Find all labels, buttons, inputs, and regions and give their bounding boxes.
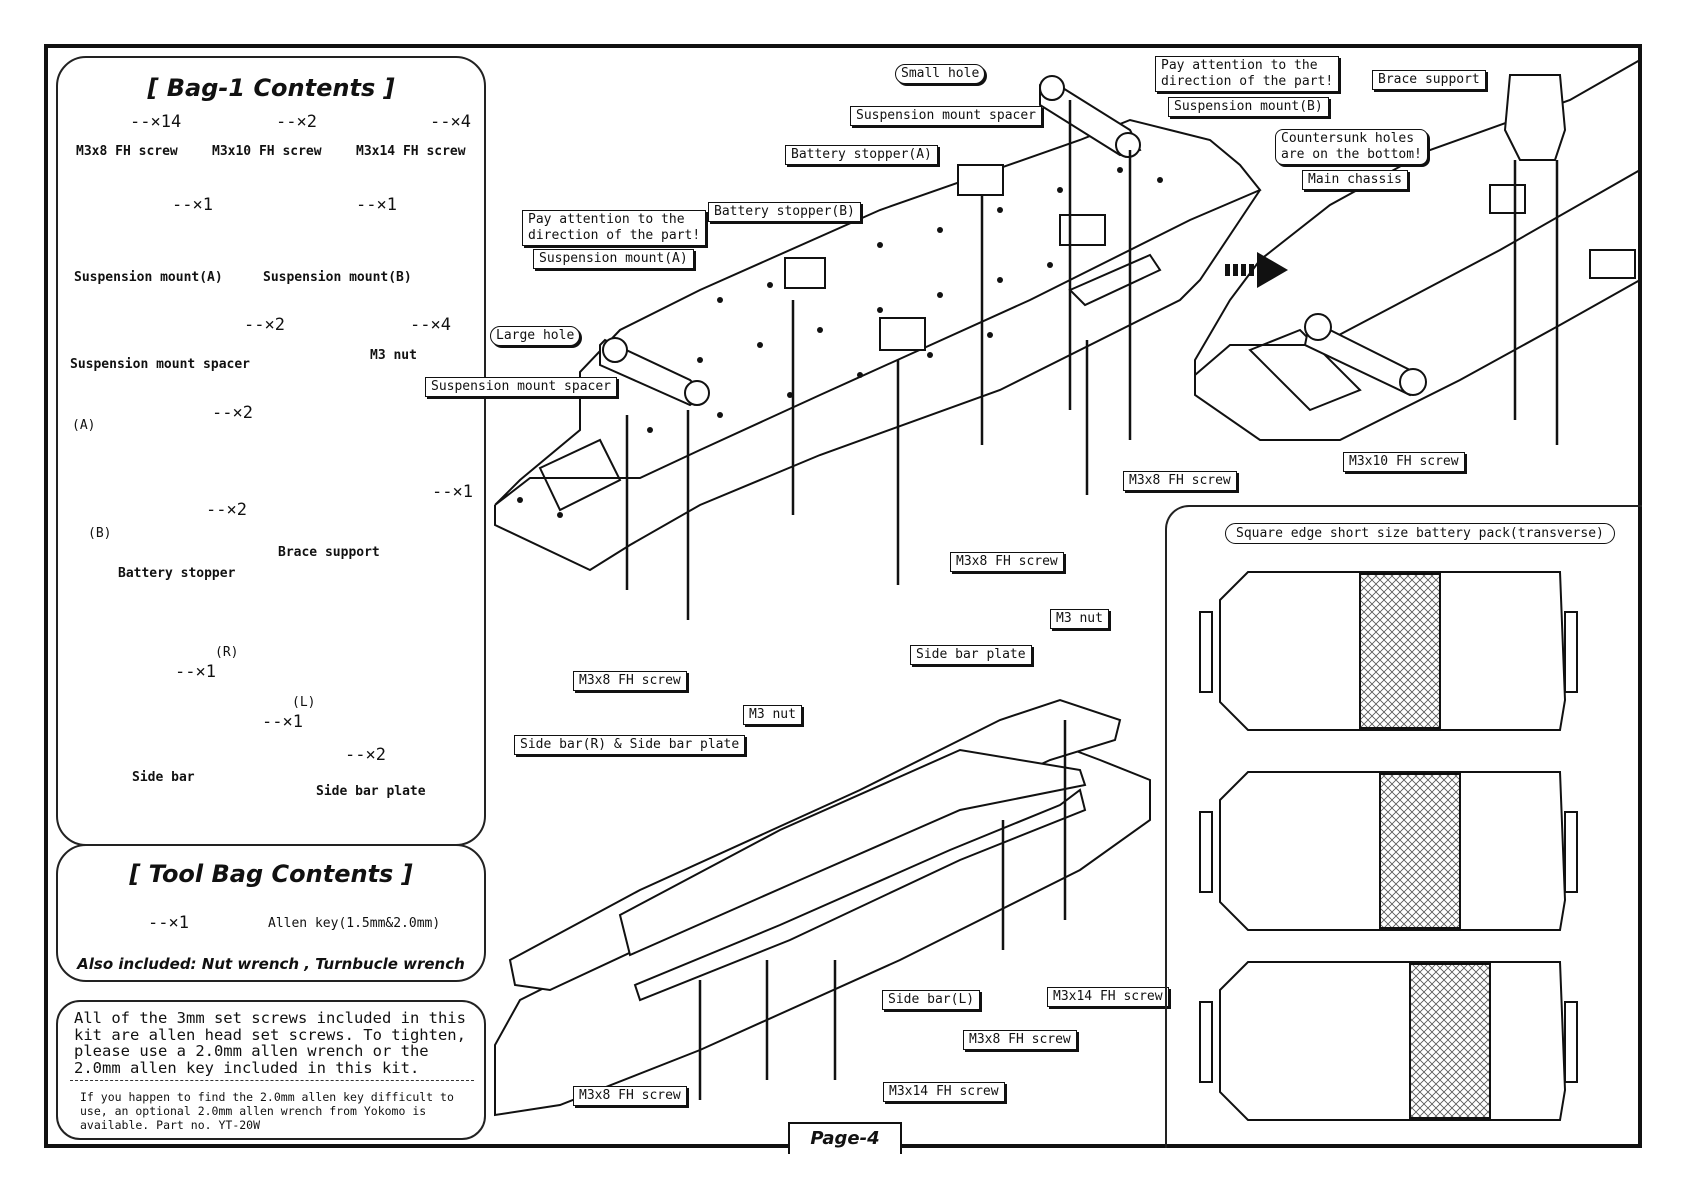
side-bar-label: Side bar	[132, 770, 195, 785]
callout-m3-nut-2: M3 nut	[743, 705, 802, 725]
callout-m3x8-c: M3x8 FH screw	[573, 671, 687, 691]
spacer-label: Suspension mount spacer	[70, 357, 251, 372]
callout-m3x8-e: M3x8 FH screw	[573, 1086, 687, 1106]
callout-m3x10: M3x10 FH screw	[1343, 452, 1465, 472]
susp-mount-b-label: Suspension mount(B)	[263, 270, 412, 285]
callout-m3x14-a: M3x14 FH screw	[1047, 987, 1169, 1007]
battery-stopper-label: Battery stopper	[118, 566, 236, 581]
side-bar-r-qty: --×1	[175, 662, 216, 682]
battery-layout-panel	[1165, 505, 1642, 1148]
allen-key-label: Allen key(1.5mm&2.0mm)	[268, 916, 441, 931]
callout-brace-support: Brace support	[1372, 70, 1486, 90]
page-number: Page-4	[788, 1122, 902, 1154]
callout-m3x8-d: M3x8 FH screw	[963, 1030, 1077, 1050]
also-included-text: Also included: Nut wrench , Turnbucle wr…	[77, 955, 465, 973]
battery-stopper-b-tag: (B)	[88, 526, 112, 541]
susp-mount-a-qty: --×1	[172, 195, 213, 215]
battery-stopper-a-qty: --×2	[212, 403, 253, 423]
callout-susp-mount-b: Suspension mount(B)	[1168, 97, 1329, 117]
callout-small-hole: Small hole	[895, 64, 986, 84]
screw-m3x10-label: M3x10 FH screw	[212, 144, 322, 159]
spacer-qty: --×2	[244, 315, 285, 335]
screw-m3x14-label: M3x14 FH screw	[356, 144, 466, 159]
bag1-panel: [ Bag-1 Contents ]	[56, 56, 486, 846]
lower-screw-lines	[698, 720, 1067, 1100]
allen-wrench-note: If you happen to find the 2.0mm allen ke…	[80, 1090, 454, 1132]
nut-qty: --×4	[410, 315, 451, 335]
note-panel	[56, 1000, 486, 1140]
callout-battery-stopper-a: Battery stopper(A)	[785, 145, 938, 165]
callout-susp-spacer-top: Suspension mount spacer	[850, 106, 1043, 126]
callout-m3-nut-1: M3 nut	[1050, 609, 1109, 629]
screw-m3x8-label: M3x8 FH screw	[76, 144, 178, 159]
set-screw-note: All of the 3mm set screws included in th…	[74, 1009, 466, 1077]
arrow-right-icon	[1225, 252, 1288, 288]
battery-stopper-a-tag: (A)	[72, 418, 96, 433]
callout-countersunk: Countersunk holes are on the bottom!	[1275, 129, 1428, 165]
callout-m3x8-b: M3x8 FH screw	[950, 552, 1064, 572]
callout-side-bar-plate: Side bar plate	[910, 645, 1032, 665]
callout-main-chassis: Main chassis	[1302, 170, 1408, 190]
lower-chassis-drawing	[494, 698, 1151, 1117]
side-bar-plate-qty: --×2	[345, 745, 386, 765]
toolbag-title: [ Tool Bag Contents ]	[129, 860, 413, 888]
callout-side-bar-r: Side bar(R) & Side bar plate	[514, 735, 746, 755]
callout-large-hole: Large hole	[490, 326, 581, 346]
brace-support-label: Brace support	[278, 545, 380, 560]
side-bar-l-qty: --×1	[262, 712, 303, 732]
side-bar-l-tag: (L)	[292, 695, 316, 710]
screw-m3x8-qty: --×14	[130, 112, 182, 132]
callout-susp-mount-a: Suspension mount(A)	[533, 249, 694, 269]
bag1-title: [ Bag-1 Contents ]	[147, 74, 395, 102]
side-bar-plate-label: Side bar plate	[316, 784, 426, 799]
screw-lines	[625, 100, 1559, 620]
callout-pay-attention-1: Pay attention to the direction of the pa…	[1155, 56, 1340, 92]
susp-mount-a-label: Suspension mount(A)	[74, 270, 223, 285]
callout-battery-stopper-b: Battery stopper(B)	[708, 202, 861, 222]
callout-susp-spacer-left: Suspension mount spacer	[425, 377, 618, 397]
susp-mount-b-qty: --×1	[356, 195, 397, 215]
side-bar-r-tag: (R)	[215, 645, 239, 660]
screw-m3x14-qty: --×4	[430, 112, 471, 132]
toolbag-panel: [ Tool Bag Contents ]	[56, 844, 486, 982]
callout-side-bar-l: Side bar(L)	[882, 990, 981, 1010]
callout-m3x8-a: M3x8 FH screw	[1123, 471, 1237, 491]
battery-stopper-b-qty: --×2	[206, 500, 247, 520]
note-divider	[70, 1080, 474, 1081]
callout-pay-attention-2: Pay attention to the direction of the pa…	[522, 210, 707, 246]
nut-label: M3 nut	[370, 348, 417, 363]
chassis-holes	[517, 167, 1163, 518]
battery-layout-diagrams	[1199, 571, 1578, 1121]
screw-m3x10-qty: --×2	[276, 112, 317, 132]
suspension-mount-drawings	[599, 75, 1427, 407]
battery-layout-title: Square edge short size battery pack(tran…	[1225, 523, 1615, 544]
brace-support-qty: --×1	[432, 482, 473, 502]
battery-stopper-drawings	[784, 74, 1636, 351]
allen-key-qty: --×1	[148, 913, 189, 933]
callout-m3x14-b: M3x14 FH screw	[883, 1082, 1005, 1102]
